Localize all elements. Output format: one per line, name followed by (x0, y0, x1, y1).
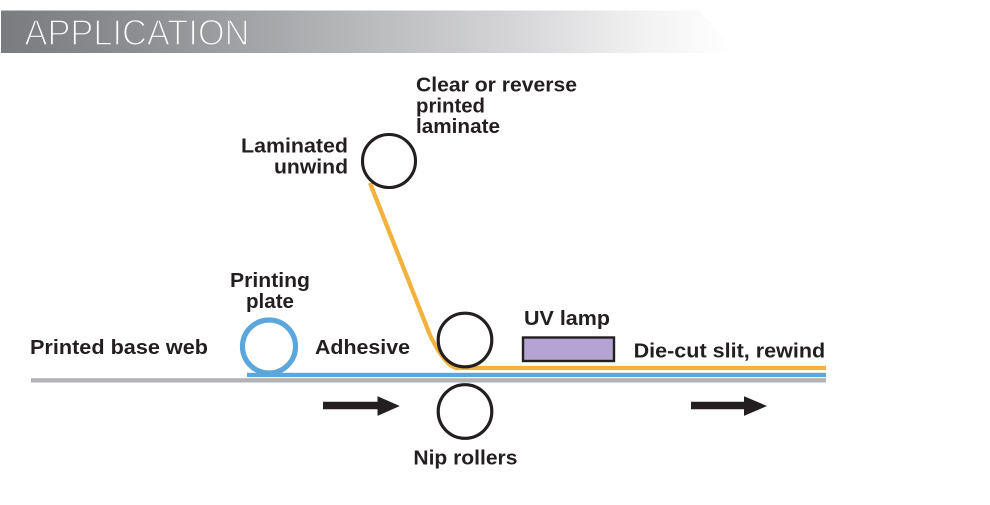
svg-text:Die-cut slit, rewind: Die-cut slit, rewind (634, 340, 826, 363)
svg-text:Laminated: Laminated (241, 135, 348, 158)
svg-text:Nip rollers: Nip rollers (413, 447, 517, 470)
svg-text:Clear or reverse: Clear or reverse (416, 74, 577, 97)
svg-text:unwind: unwind (274, 156, 348, 179)
svg-text:laminate: laminate (416, 115, 500, 138)
svg-text:Printed base web: Printed base web (30, 336, 208, 359)
svg-text:Printing: Printing (230, 269, 310, 292)
svg-text:plate: plate (246, 290, 294, 313)
svg-text:APPLICATION: APPLICATION (25, 12, 250, 53)
svg-text:printed: printed (416, 95, 485, 118)
svg-text:Adhesive: Adhesive (315, 336, 410, 359)
svg-text:UV lamp: UV lamp (524, 307, 610, 330)
